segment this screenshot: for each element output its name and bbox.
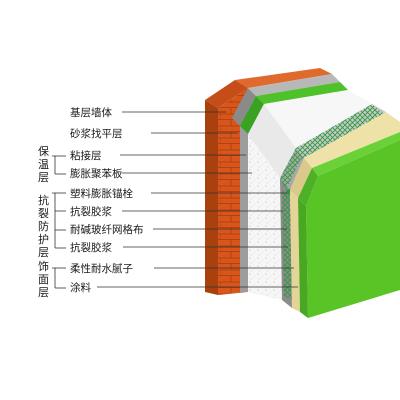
group-char: 保: [38, 144, 49, 158]
paint-layer: [298, 132, 400, 318]
group-char: 层: [38, 171, 49, 184]
eps-board-layer: [248, 90, 372, 300]
label-crack-mortar-2: 抗裂胶浆: [70, 241, 112, 254]
group-char: 温: [38, 158, 49, 171]
mesh-render-layer: [280, 104, 386, 308]
putty-layer: [290, 112, 400, 312]
group-crack-protection-layer: 抗 裂 防 护 层: [38, 193, 49, 259]
group-char: 裂: [38, 207, 49, 220]
group-char: 饰: [38, 259, 49, 273]
group-labels: 保 温 层 抗 裂 防 护 层 饰 面 层: [38, 144, 49, 299]
group-char: 护: [38, 232, 49, 246]
group-finish-layer: 饰 面 层: [38, 259, 49, 299]
label-paint: 涂料: [70, 281, 91, 294]
label-anchor-bolt: 塑料膨胀锚栓: [70, 187, 133, 200]
label-base-wall: 基层墙体: [70, 106, 112, 119]
label-adhesive: 粘接层: [70, 149, 102, 162]
group-char: 面: [38, 273, 49, 286]
label-putty: 柔性耐水腻子: [70, 262, 133, 275]
label-crack-mortar-1: 抗裂胶浆: [70, 205, 112, 218]
layer-labels: 基层墙体 砂浆找平层 粘接层 膨胀聚苯板 塑料膨胀锚栓 抗裂胶浆 耐碱玻纤网格布…: [70, 106, 144, 294]
label-eps-board: 膨胀聚苯板: [70, 167, 123, 180]
group-insulation-layer: 保 温 层: [38, 144, 49, 184]
group-char: 层: [38, 246, 49, 259]
callout-lines: [97, 111, 298, 288]
group-char: 防: [38, 219, 49, 233]
adhesive-layer: [240, 82, 348, 134]
group-char: 层: [38, 286, 49, 299]
group-brackets: [52, 155, 66, 289]
group-char: 抗: [38, 193, 49, 207]
label-fiberglass-mesh: 耐碱玻纤网格布: [70, 223, 144, 236]
label-mortar-leveling: 砂浆找平层: [70, 127, 123, 140]
